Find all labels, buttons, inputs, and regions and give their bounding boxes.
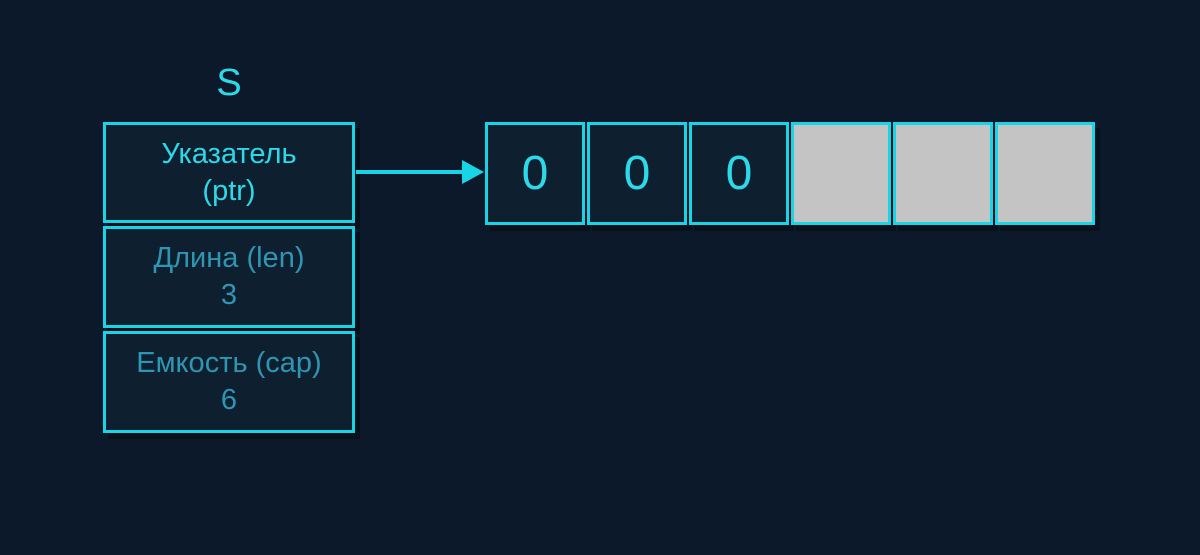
heap-cell-5-uninitialized <box>995 122 1095 225</box>
ptr-field-label: Указатель <box>161 137 297 170</box>
pointer-arrowhead-icon <box>462 160 484 184</box>
heap-cell-3-uninitialized <box>791 122 891 225</box>
cap-field-label: Емкость (cap) <box>136 347 322 379</box>
heap-array: 0 0 0 <box>485 122 1095 225</box>
heap-cell-2: 0 <box>689 122 789 225</box>
heap-cell-1-value: 0 <box>623 147 651 200</box>
struct-field-cap: Емкость (cap) 6 <box>103 331 355 433</box>
struct-field-ptr: Указатель (ptr) <box>103 122 355 223</box>
struct-field-len: Длина (len) 3 <box>103 226 355 328</box>
heap-cell-0: 0 <box>485 122 585 225</box>
struct-title: S <box>216 62 242 104</box>
len-field-value: 3 <box>220 279 238 311</box>
len-field-label: Длина (len) <box>153 242 305 274</box>
heap-cell-0-value: 0 <box>521 147 549 200</box>
heap-cell-2-value: 0 <box>725 147 753 200</box>
pointer-arrow-line <box>356 170 464 174</box>
cap-field-value: 6 <box>220 384 238 416</box>
ptr-field-sublabel: (ptr) <box>202 174 256 207</box>
heap-cell-1: 0 <box>587 122 687 225</box>
heap-cell-4-uninitialized <box>893 122 993 225</box>
